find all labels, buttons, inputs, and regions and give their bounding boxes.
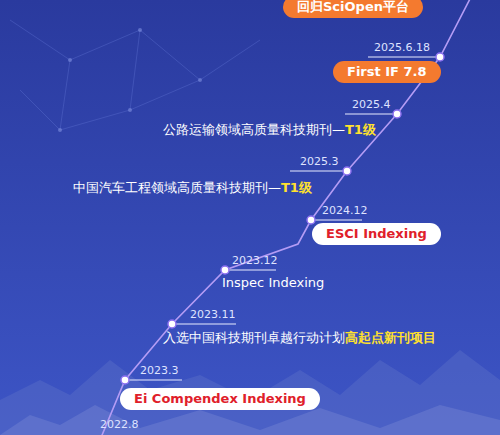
milestone-text: Inspec Indexing xyxy=(222,275,324,291)
date-text: 2022.8 xyxy=(100,418,139,431)
milestone-text: 公路运输领域高质量科技期刊— xyxy=(163,122,345,137)
date-label: 2023.12 xyxy=(232,253,278,269)
network-pattern xyxy=(10,20,260,130)
milestone-text: 公路运输领域高质量科技期刊—T1级 xyxy=(163,122,376,138)
milestone-text: 中国汽车工程领域高质量科技期刊—T1级 xyxy=(73,180,312,196)
date-text: 2025.6.18 xyxy=(374,41,430,54)
mountain-silhouette xyxy=(0,350,500,435)
date-label: 2024.12 xyxy=(322,203,368,219)
date-underlines xyxy=(125,57,440,380)
milestone-pill: Ei Compendex Indexing xyxy=(120,388,320,410)
date-text: 2024.12 xyxy=(322,204,368,217)
timeline-path xyxy=(100,0,472,435)
milestone-pill: 回归SciOpen平台 xyxy=(283,0,423,18)
date-text: 2023.11 xyxy=(190,308,236,321)
date-label: 2023.11 xyxy=(190,307,236,323)
milestone-pill: ESCI Indexing xyxy=(312,223,441,245)
milestone-text: 入选中国科技期刊卓越行动计划 xyxy=(163,330,345,345)
milestone-dot xyxy=(121,376,129,384)
date-label: 2025.4 xyxy=(352,97,391,113)
milestone-text: Inspec Indexing xyxy=(222,275,324,290)
highlight-text: T1级 xyxy=(281,180,312,195)
pill-text: ESCI Indexing xyxy=(326,226,427,241)
date-label: 2025.3 xyxy=(300,154,339,170)
milestone-text: 入选中国科技期刊卓越行动计划高起点新刊项目 xyxy=(163,330,436,346)
milestone-dot xyxy=(168,320,176,328)
date-text: 2023.12 xyxy=(232,254,278,267)
milestone-dot xyxy=(307,216,315,224)
date-label: 2022.8 xyxy=(100,417,139,433)
milestone-dot xyxy=(393,110,401,118)
date-text: 2025.3 xyxy=(300,155,339,168)
pill-text: 回归SciOpen平台 xyxy=(297,0,409,14)
pill-text: Ei Compendex Indexing xyxy=(134,391,306,406)
highlight-text: 高起点新刊项目 xyxy=(345,330,436,345)
milestone-dot xyxy=(436,53,444,61)
date-label: 2025.6.18 xyxy=(374,40,430,56)
milestone-dot xyxy=(221,266,229,274)
timeline-line xyxy=(100,0,472,435)
milestone-pill: First IF 7.8 xyxy=(333,61,441,83)
milestone-dot xyxy=(343,167,351,175)
date-text: 2025.4 xyxy=(352,98,391,111)
highlight-text: T1级 xyxy=(345,122,376,137)
date-text: 2023.3 xyxy=(140,364,179,377)
date-label: 2023.3 xyxy=(140,363,179,379)
network-dots xyxy=(58,28,202,132)
pill-text: First IF 7.8 xyxy=(347,64,427,79)
milestone-text: 中国汽车工程领域高质量科技期刊— xyxy=(73,180,281,195)
